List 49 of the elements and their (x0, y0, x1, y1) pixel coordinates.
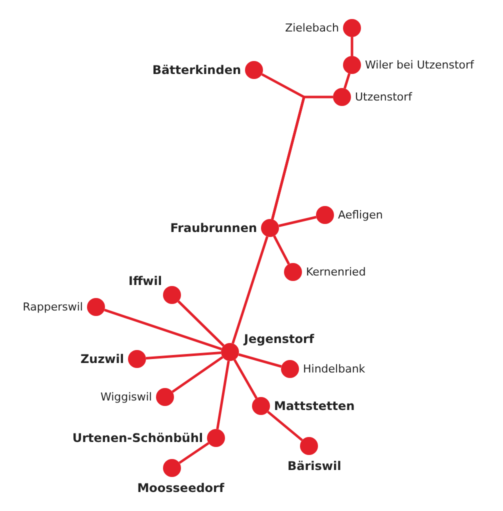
route-line (233, 359, 258, 399)
place-name: Kernenried (306, 266, 366, 278)
place-name: Zuzwil (80, 353, 124, 365)
place-name: Aefligen (338, 210, 383, 220)
place-name: Bäriswil (288, 460, 342, 472)
route-line (278, 216, 316, 228)
place-name: Iffwil (128, 275, 162, 287)
station-dot (163, 459, 181, 477)
place-name: Wiler bei Utzenstorf (365, 60, 474, 70)
station-dot (156, 388, 174, 406)
route-line (232, 236, 268, 344)
route-line (146, 351, 222, 360)
station-dot (252, 397, 270, 415)
station-dot (163, 286, 181, 304)
place-name: Zielebach (285, 22, 339, 34)
place-name: Moosseedorf (137, 482, 224, 494)
route-line (271, 96, 333, 220)
station-dot (343, 19, 361, 37)
station-dot (316, 206, 334, 224)
route-line (238, 353, 282, 368)
place-name: Bätterkinden (152, 64, 241, 76)
station-dot (245, 61, 263, 79)
place-name: Jegenstorf (244, 333, 314, 345)
route-line (267, 410, 303, 442)
route-line (216, 360, 230, 430)
place-name: Rapperswil (22, 302, 83, 312)
station-dot (221, 343, 239, 361)
station-dot (87, 298, 105, 316)
station-dot (333, 88, 351, 106)
route-line (178, 300, 224, 347)
route-line (273, 235, 290, 265)
place-name: Urtenen-Schönbühl (72, 432, 203, 444)
place-name: Mattstetten (274, 400, 355, 412)
route-line (350, 37, 354, 56)
station-dot (343, 56, 361, 74)
route-line (172, 356, 224, 393)
route-line (104, 308, 222, 350)
station-dot (284, 263, 302, 281)
place-name: Wiggiswil (100, 392, 152, 402)
place-name: Hindelbank (303, 364, 366, 374)
route-line (178, 442, 210, 464)
place-name: Utzenstorf (355, 92, 412, 102)
station-dot (128, 350, 146, 368)
station-dot (261, 219, 279, 237)
station-dot (281, 360, 299, 378)
station-dot (207, 429, 225, 447)
route-line (344, 73, 350, 89)
station-dot (300, 437, 318, 455)
place-name: Fraubrunnen (170, 222, 257, 234)
